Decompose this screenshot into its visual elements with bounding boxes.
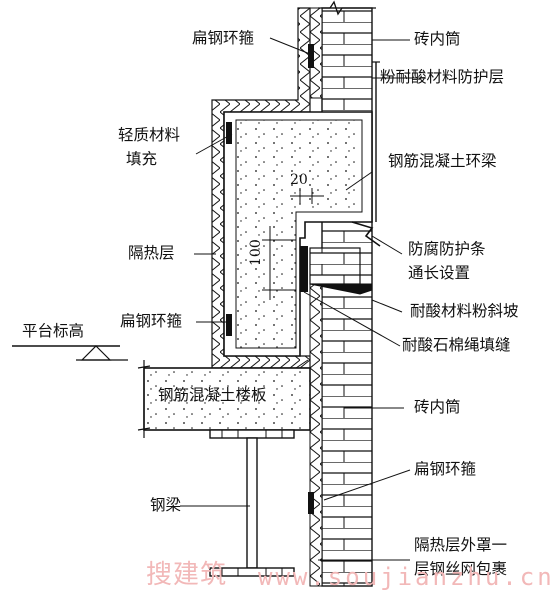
ring-beam-insulation: [211, 7, 311, 369]
steel-beam-web: [246, 437, 258, 569]
dim-20-text: 20: [290, 172, 308, 188]
label-insulation-cover-2: 层钢丝网包裹: [414, 560, 508, 578]
steel-beam-top-flange: [209, 429, 295, 439]
label-insulation-layer: 隔热层: [128, 244, 175, 262]
label-lightweight-fill-2: 填充: [126, 150, 158, 168]
flat-steel-hoop-3: [226, 314, 232, 336]
label-brick-inner-tube-bottom: 砖内筒: [414, 398, 461, 416]
ring-beam-core: [235, 119, 363, 349]
label-acid-mortar-slope: 耐酸材料粉斜坡: [410, 302, 519, 320]
label-insulation-cover-1: 隔热层外罩一: [414, 536, 508, 554]
label-flat-steel-hoop-bottom: 扁钢环箍: [414, 460, 477, 478]
steel-beam-bottom-flange: [209, 567, 295, 577]
label-rc-ring-beam: 钢筋混凝土环梁: [388, 152, 497, 170]
label-asbestos-rope-joint: 耐酸石棉绳填缝: [402, 336, 511, 354]
label-anticorrosion-strip-2: 通长设置: [408, 264, 471, 282]
label-rc-floor-slab: 钢筋混凝土楼板: [158, 386, 267, 404]
asbestos-rope-filler: [300, 246, 308, 292]
label-platform-elevation: 平台标高: [22, 322, 85, 340]
acid-mortar-slope: [309, 283, 373, 295]
top-break-symbol: [318, 0, 376, 16]
watermark-cn: 搜建筑: [146, 560, 228, 590]
insulation-strip-lower: [309, 283, 323, 587]
slab-break: [137, 360, 151, 438]
label-steel-beam: 钢梁: [150, 496, 182, 514]
gap-block: [309, 247, 361, 285]
label-flat-steel-hoop-mid: 扁钢环箍: [120, 312, 183, 330]
anticorrosion-strip: [351, 221, 381, 247]
elevation-triangle: [80, 345, 112, 361]
brick-inner-tube: [321, 7, 373, 587]
flat-steel-hoop-4: [308, 492, 314, 514]
leader-lines: [180, 37, 426, 561]
label-acid-protective-layer: 粉耐酸材料防护层: [380, 68, 505, 86]
watermark-url: www.soujianzhu.cn: [258, 563, 555, 591]
label-brick-inner-tube-top: 砖内筒: [414, 30, 461, 48]
dim-100-text: 100: [248, 239, 264, 266]
flat-steel-hoop-2: [226, 122, 232, 144]
flat-steel-hoop-1: [308, 44, 314, 68]
label-lightweight-fill-1: 轻质材料: [118, 126, 181, 144]
label-flat-steel-hoop-top: 扁钢环箍: [192, 29, 255, 47]
label-anticorrosion-strip-1: 防腐防护条: [408, 240, 486, 258]
